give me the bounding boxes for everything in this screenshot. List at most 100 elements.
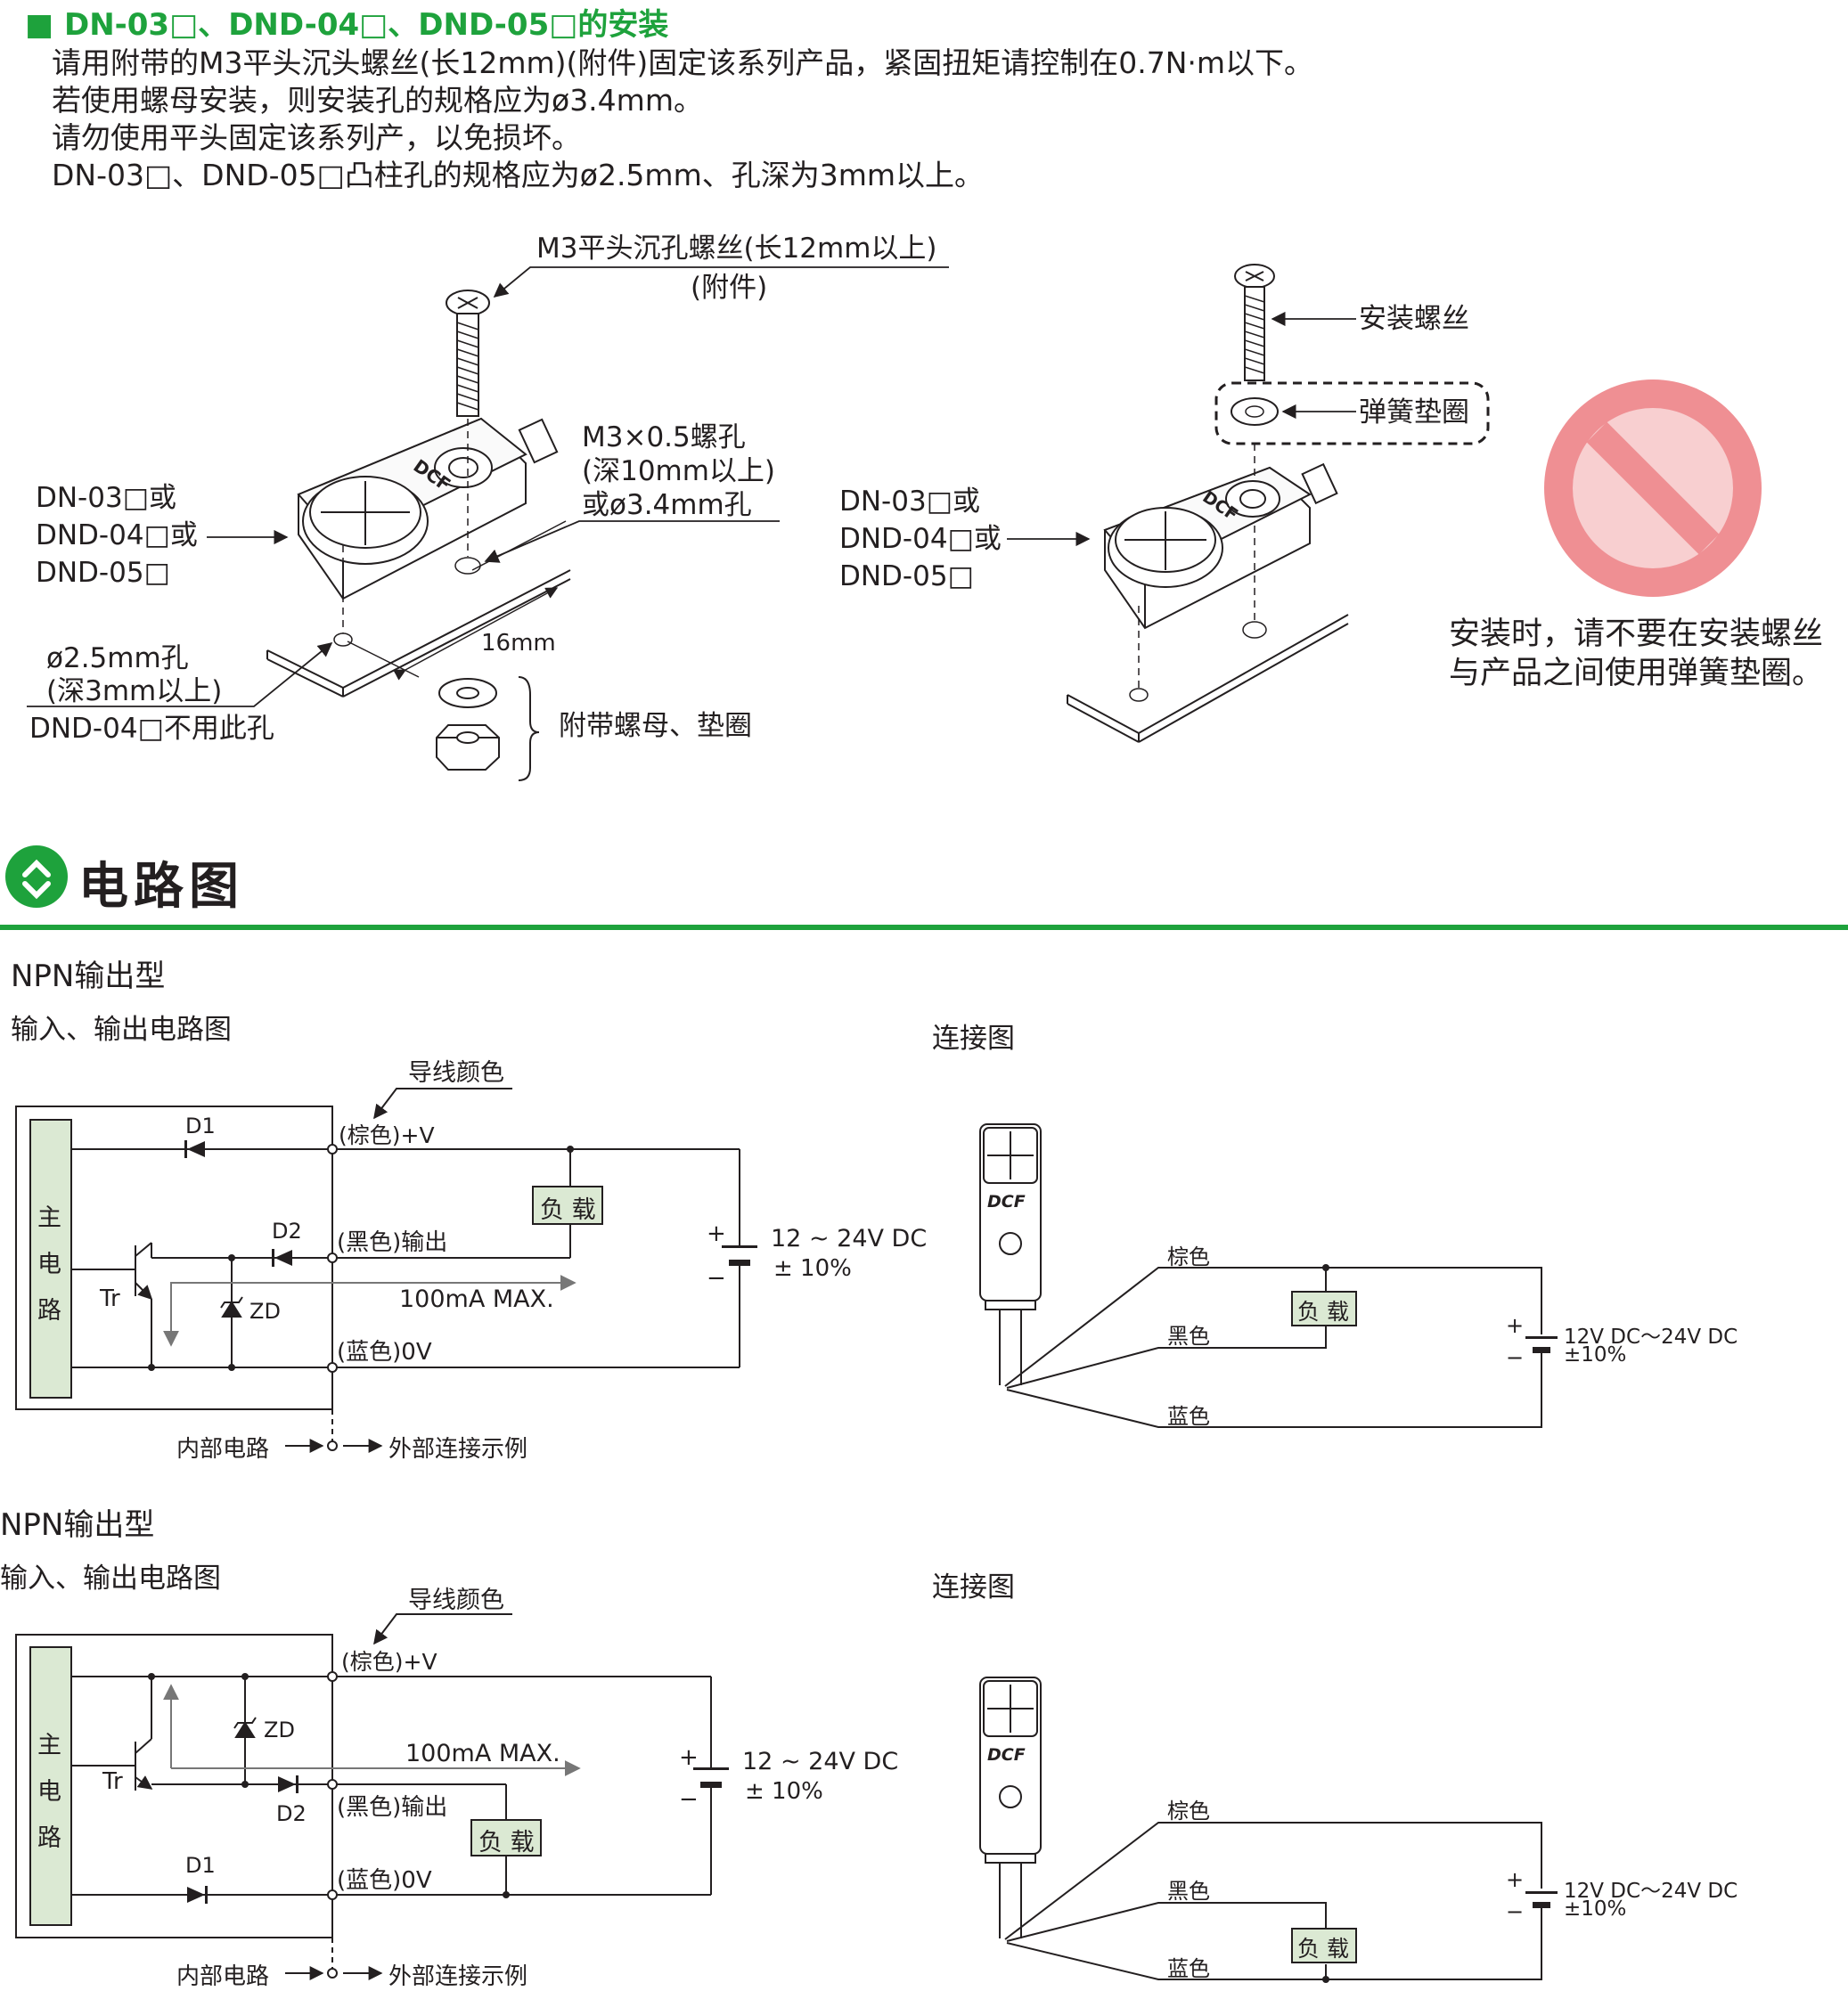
npn1-main-3: 路 xyxy=(37,1297,61,1325)
npn1-conn-supply: 12V DC～24V DC xyxy=(1564,1326,1738,1349)
mounting-plate-right xyxy=(1067,614,1349,743)
npn1-type-title: NPN输出型 xyxy=(11,959,166,994)
npn2-outer: 外部连接示例 xyxy=(388,1963,528,1990)
npn1-conn-blue: 蓝色 xyxy=(1167,1404,1210,1429)
npn1-battery xyxy=(722,1245,757,1266)
npn2-d1: D1 xyxy=(185,1853,216,1878)
center-lines-right xyxy=(1138,444,1255,688)
npn2-tr: Tr xyxy=(102,1768,123,1795)
warning-line-1: 安装时，请不要在安装螺丝 xyxy=(1449,616,1824,652)
npn2-conn-brown: 棕色 xyxy=(1167,1799,1210,1824)
nut-label: 附带螺母、垫圈 xyxy=(559,710,752,742)
npn2-diode-d1 xyxy=(187,1886,208,1904)
screw-right xyxy=(1234,264,1275,381)
model-left-3: DND-05□ xyxy=(36,557,170,589)
model-left-2: DND-04□或 xyxy=(36,519,198,551)
npn1-tol: ± 10% xyxy=(773,1255,852,1282)
npn1-plus: + xyxy=(707,1220,726,1247)
sensor-body-right: DCF xyxy=(1103,462,1338,630)
npn2-conn-plus: + xyxy=(1506,1867,1525,1892)
npn2-main-3: 路 xyxy=(37,1824,61,1852)
npn1-conn-brand: DCF xyxy=(987,1192,1026,1212)
npn2-blue: (蓝色)0V xyxy=(337,1867,432,1894)
npn1-conn-battery xyxy=(1525,1336,1558,1353)
npn1-d2: D2 xyxy=(272,1219,302,1244)
npn1-conn-tol: ±10% xyxy=(1564,1343,1627,1367)
section-icon xyxy=(5,845,68,908)
npn1-main-2: 电 xyxy=(37,1251,61,1278)
install-line-3: 请勿使用平头固定该系列产，以免损坏。 xyxy=(52,120,581,155)
center-lines-left xyxy=(342,419,469,637)
install-diagram: DCF 16mm xyxy=(27,264,1762,781)
washer-nut-left xyxy=(436,676,540,781)
sensor-body-left: DCF xyxy=(297,417,559,600)
npn2-main-1: 主 xyxy=(37,1732,61,1759)
pin-label-3: DND-04□不用此孔 xyxy=(29,713,274,745)
spring-washer-box xyxy=(1214,381,1490,445)
circuit-section-title: 电路图 xyxy=(78,858,244,916)
npn1-inner: 内部电路 xyxy=(176,1436,270,1463)
npn1-black: (黑色)输出 xyxy=(337,1229,448,1256)
npn2-minus: − xyxy=(679,1786,699,1813)
model-right-2: DND-04□或 xyxy=(839,523,1002,555)
npn1-outer: 外部连接示例 xyxy=(388,1436,528,1463)
screw-left xyxy=(446,290,490,417)
npn1-diode-d1 xyxy=(184,1140,205,1158)
npn2-sensor-front xyxy=(979,1677,1042,1938)
model-right-1: DN-03□或 xyxy=(839,486,980,518)
section-rule xyxy=(0,925,1848,930)
npn2-tol: ± 10% xyxy=(745,1778,823,1805)
hole-label-3: 或ø3.4mm孔 xyxy=(582,489,752,521)
npn2-supply: 12 ~ 24V DC xyxy=(742,1748,899,1775)
npn1-brown: (棕色)+V xyxy=(339,1122,435,1148)
install-line-1: 请用附带的M3平头沉头螺丝(长12mm)(附件)固定该系列产品，紧固扭矩请控制在… xyxy=(52,45,1314,80)
npn1-sub-title: 输入、输出电路图 xyxy=(11,1014,232,1046)
npn1-conn-wires xyxy=(1004,1267,1542,1428)
npn1-diode-d2 xyxy=(272,1249,292,1267)
npn2-main-2: 电 xyxy=(37,1778,61,1806)
npn1-load: 负 载 xyxy=(540,1196,596,1224)
npn2-battery xyxy=(693,1767,729,1788)
npn2-load: 负 载 xyxy=(478,1829,535,1856)
npn1-conn-brown: 棕色 xyxy=(1167,1244,1210,1269)
npn1-wire-color: 导线颜色 xyxy=(408,1059,504,1087)
npn2-zd: ZD xyxy=(264,1718,295,1742)
npn1-conn-plus: + xyxy=(1506,1313,1525,1338)
npn1-max: 100mA MAX. xyxy=(399,1285,554,1313)
npn1-main-1: 主 xyxy=(37,1204,61,1232)
prohibit-icon xyxy=(1544,379,1762,597)
npn1-conn-black: 黑色 xyxy=(1167,1324,1210,1349)
npn2-conn-wires xyxy=(1004,1822,1542,1980)
npn2-max: 100mA MAX. xyxy=(405,1740,560,1767)
hole-label-1: M3×0.5螺孔 xyxy=(582,421,746,453)
npn2-sub-title: 输入、输出电路图 xyxy=(0,1563,221,1595)
install-line-2: 若使用螺母安装，则安装孔的规格应为ø3.4mm。 xyxy=(52,83,703,118)
npn2-conn-tol: ±10% xyxy=(1564,1897,1627,1921)
npn2-conn-brand: DCF xyxy=(987,1745,1026,1765)
npn1-blue: (蓝色)0V xyxy=(337,1339,432,1366)
install-line-4: DN-03□、DND-05□凸柱孔的规格应为ø2.5mm、孔深为3mm以上。 xyxy=(52,158,985,192)
npn1-conn-title: 连接图 xyxy=(932,1023,1015,1055)
hole-label-2: (深10mm以上) xyxy=(582,455,776,487)
screw-sub-left: (附件) xyxy=(691,272,768,304)
npn1-sensor-front xyxy=(979,1123,1042,1385)
npn1-minus: − xyxy=(707,1265,726,1292)
npn2-diode-d2 xyxy=(278,1775,298,1793)
pin-label-1: ø2.5mm孔 xyxy=(46,642,189,674)
npn2-conn-title: 连接图 xyxy=(932,1571,1015,1603)
npn2-wire-color: 导线颜色 xyxy=(408,1587,504,1614)
npn2-d2: D2 xyxy=(276,1801,307,1826)
leaders-left xyxy=(27,266,949,707)
install-title: ■ DN-03□、DND-04□、DND-05□的安装 xyxy=(25,7,669,43)
npn1-conn-minus: − xyxy=(1506,1345,1525,1370)
npn1-tr: Tr xyxy=(100,1285,120,1312)
model-left-1: DN-03□或 xyxy=(36,482,176,514)
pin-label-2: (深3mm以上) xyxy=(46,675,223,707)
npn2-conn-battery xyxy=(1525,1891,1558,1908)
screw-label-right: 安装螺丝 xyxy=(1359,303,1469,335)
model-right-3: DND-05□ xyxy=(839,560,974,592)
npn1-conn-load: 负 载 xyxy=(1297,1299,1349,1325)
npn2-conn-black: 黑色 xyxy=(1167,1879,1210,1904)
npn2-zener xyxy=(233,1717,257,1738)
npn2-conn-load: 负 载 xyxy=(1297,1936,1349,1962)
